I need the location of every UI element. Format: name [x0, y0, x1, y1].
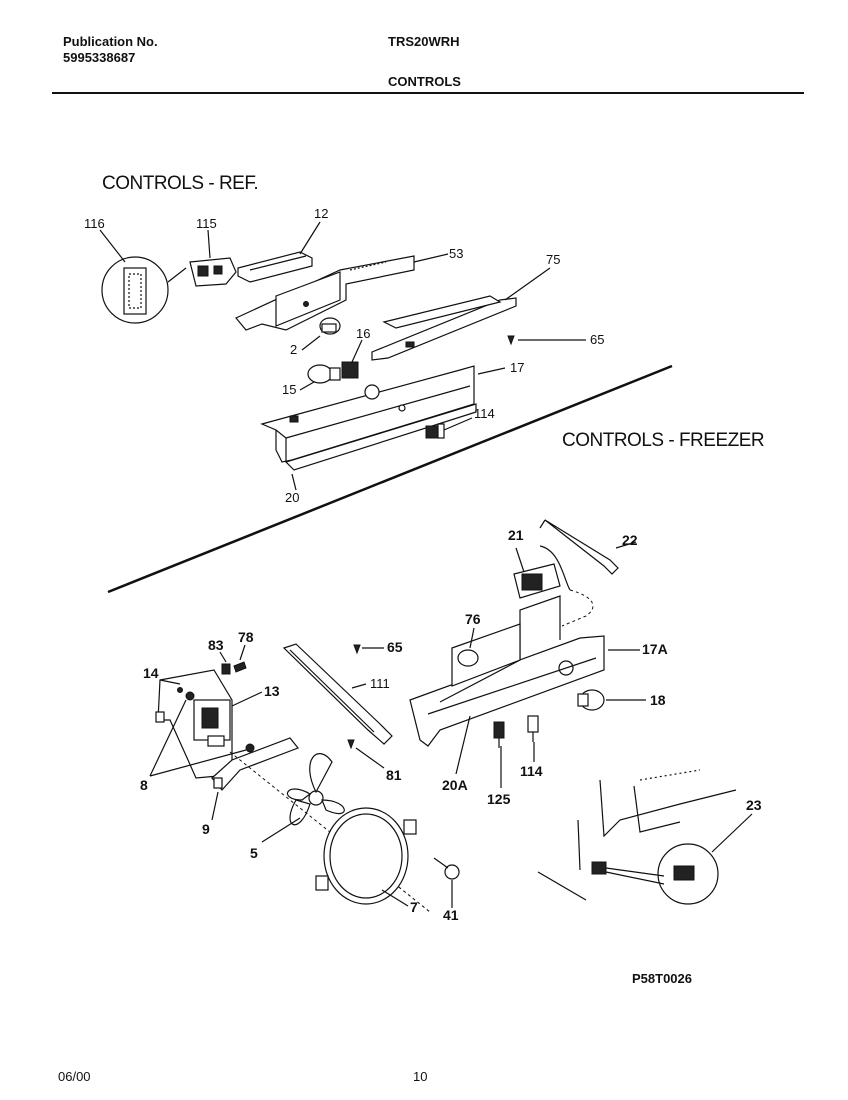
callout-20: 20 [285, 490, 299, 505]
callout-116: 116 [84, 216, 105, 231]
callout-81: 81 [386, 767, 402, 783]
callout-18: 18 [650, 692, 666, 708]
callout-114-freezer: 114 [520, 763, 543, 779]
callout-12: 12 [314, 206, 328, 221]
part-116-detail [101, 256, 187, 324]
callout-41: 41 [443, 907, 459, 923]
callout-115: 115 [196, 216, 217, 231]
ref-section-title: CONTROLS - REF. [102, 173, 259, 194]
callout-2: 2 [290, 342, 297, 357]
part-15-bulb [307, 364, 341, 384]
callout-65-ref: 65 [590, 332, 604, 347]
callout-22: 22 [622, 532, 638, 548]
callout-114-ref: 114 [474, 406, 495, 421]
page-number: 10 [413, 1069, 428, 1084]
callout-75: 75 [546, 252, 560, 267]
part-76-socket [457, 649, 479, 667]
part-20-panel [284, 403, 477, 471]
callout-83: 83 [208, 637, 224, 653]
part-17A-housing [409, 595, 605, 747]
part-41-screw [433, 857, 460, 880]
part-23-detail [537, 769, 737, 905]
part-78-screw [233, 661, 247, 673]
part-7-fan-ring [315, 807, 417, 905]
publication-label: Publication No. [63, 34, 158, 49]
callout-78: 78 [238, 629, 254, 645]
callout-9: 9 [202, 821, 210, 837]
callout-23: 23 [746, 797, 762, 813]
callout-76: 76 [465, 611, 481, 627]
part-81-screw [347, 739, 355, 750]
callout-65-freezer: 65 [387, 639, 403, 655]
callout-7: 7 [410, 899, 418, 915]
callout-8: 8 [140, 777, 148, 793]
callout-15: 15 [282, 382, 296, 397]
part-9-mount [211, 737, 299, 791]
callout-125: 125 [487, 791, 511, 807]
part-8-grommets [185, 691, 255, 753]
section-name: CONTROLS [388, 74, 461, 89]
header-rule [52, 92, 804, 94]
part-16-socket [341, 361, 359, 379]
callout-14: 14 [143, 665, 159, 681]
callout-13: 13 [264, 683, 280, 699]
part-111-strap [282, 643, 393, 745]
footer-date: 06/00 [58, 1069, 91, 1084]
section-divider [107, 364, 673, 594]
freezer-section-title: CONTROLS - FREEZER [562, 430, 765, 451]
publication-number: 5995338687 [63, 50, 136, 65]
callout-17: 17 [510, 360, 524, 375]
part-22-probe [539, 519, 619, 575]
part-13-motor [193, 699, 231, 747]
part-65-screw-freezer [353, 644, 361, 655]
part-115-switch [189, 257, 237, 287]
callout-17A: 17A [642, 641, 668, 657]
part-83-clip [221, 663, 231, 675]
part-65-screw [507, 335, 515, 346]
part-12-bracket [237, 251, 313, 283]
part-114-ref [425, 423, 445, 439]
part-53-housing [235, 255, 415, 331]
part-125-stem [493, 721, 505, 748]
callout-111: 111 [370, 676, 390, 691]
part-114-freezer [527, 715, 539, 742]
callout-21: 21 [508, 527, 524, 543]
part-18-knob [577, 689, 605, 711]
part-2-knob [319, 317, 341, 335]
part-75-baffle [371, 295, 517, 361]
callout-20A: 20A [442, 777, 468, 793]
model-number: TRS20WRH [388, 34, 460, 49]
part-21-thermostat [513, 545, 571, 599]
part-5-fan-blade [286, 753, 345, 826]
callout-16: 16 [356, 326, 370, 341]
callout-53: 53 [449, 246, 463, 261]
callout-5: 5 [250, 845, 258, 861]
figure-code: P58T0026 [632, 971, 692, 986]
